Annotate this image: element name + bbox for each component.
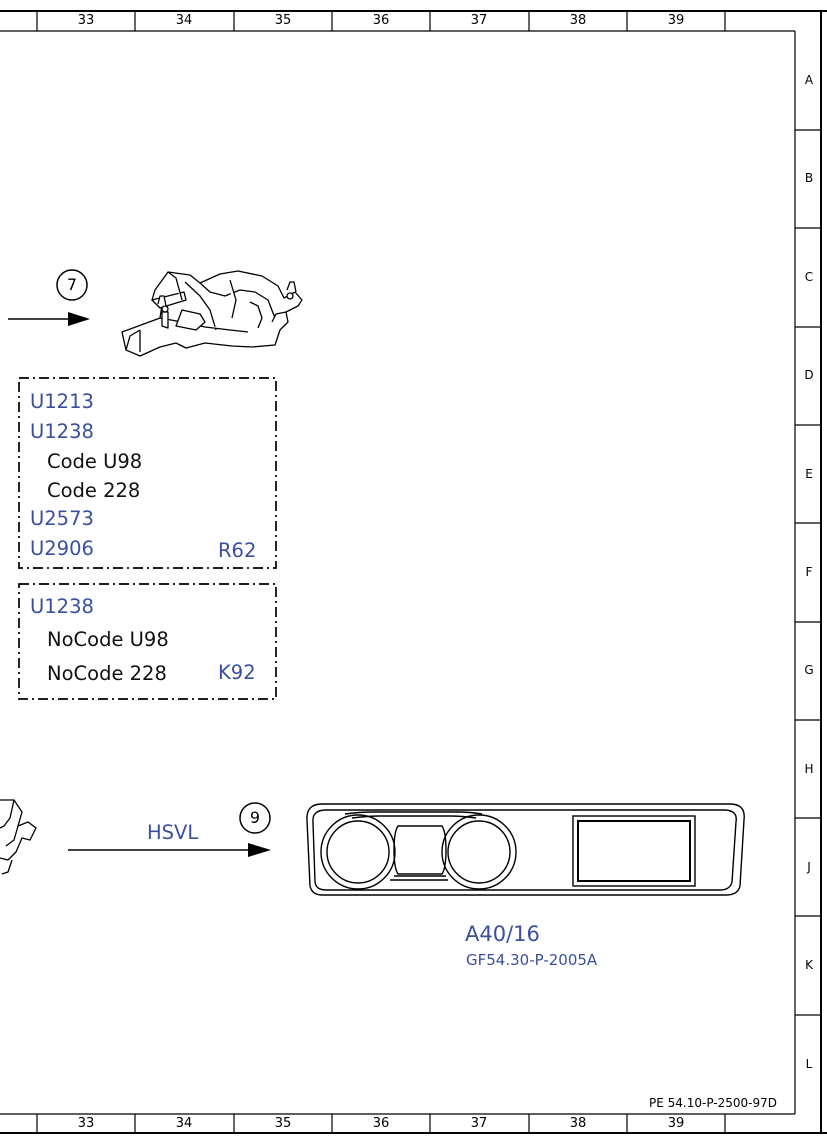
code-line-nocode-u98: NoCode U98: [47, 628, 169, 651]
box-tag-r62: R62: [218, 539, 257, 562]
drawing-number: PE 54.10-P-2500-97D: [649, 1096, 777, 1110]
box-tag-k92: K92: [218, 661, 256, 684]
row-letter: B: [804, 171, 814, 185]
upper-arrow: [8, 312, 90, 326]
column-number-bottom: 39: [667, 1116, 685, 1131]
row-letter: L: [805, 1057, 813, 1071]
column-number-top: 35: [274, 13, 292, 28]
callout-number-lower: 9: [249, 808, 261, 827]
code-box-r62: [18, 377, 277, 569]
column-number-bottom: 36: [372, 1116, 390, 1131]
row-letter: K: [805, 958, 813, 972]
component-id-label: A40/16: [465, 922, 540, 946]
row-letter: F: [805, 565, 813, 579]
column-number-bottom: 38: [569, 1116, 587, 1131]
column-number-top: 39: [667, 13, 685, 28]
column-number-top: 38: [569, 13, 587, 28]
hsvl-arrow: [68, 843, 271, 857]
instrument-cluster-illustration: [306, 803, 745, 896]
callout-number-upper: 7: [66, 275, 78, 294]
code-line-u1238-k92: U1238: [30, 595, 94, 618]
component-reference-link[interactable]: GF54.30-P-2005A: [466, 951, 598, 969]
callout-circle-lower: [239, 802, 271, 834]
signal-label-hsvl: HSVL: [147, 821, 199, 844]
code-line-u2906: U2906: [30, 537, 94, 560]
column-number-top: 37: [470, 13, 488, 28]
partial-component-illustration: [0, 799, 37, 875]
code-line-u1238: U1238: [30, 420, 94, 443]
column-number-top: 33: [77, 13, 95, 28]
column-number-bottom: 33: [77, 1116, 95, 1131]
row-letter: D: [804, 368, 814, 382]
sensor-component-illustration: [121, 270, 303, 357]
row-letter: J: [807, 860, 811, 874]
code-line-u1213: U1213: [30, 390, 94, 413]
column-number-bottom: 37: [470, 1116, 488, 1131]
column-number-top: 36: [372, 13, 390, 28]
callout-circle-upper: [56, 269, 88, 301]
code-line-code-228: Code 228: [47, 479, 141, 502]
row-letter: C: [804, 270, 814, 284]
column-number-top: 34: [175, 13, 193, 28]
code-box-k92: [18, 583, 277, 700]
column-number-bottom: 35: [274, 1116, 292, 1131]
column-number-bottom: 34: [175, 1116, 193, 1131]
code-line-code-u98: Code U98: [47, 450, 143, 473]
row-letter: H: [804, 762, 814, 776]
row-letter: G: [804, 663, 814, 677]
code-line-u2573: U2573: [30, 507, 94, 530]
code-line-nocode-228: NoCode 228: [47, 662, 167, 685]
row-letter: A: [804, 73, 814, 87]
row-letter: E: [805, 467, 813, 481]
